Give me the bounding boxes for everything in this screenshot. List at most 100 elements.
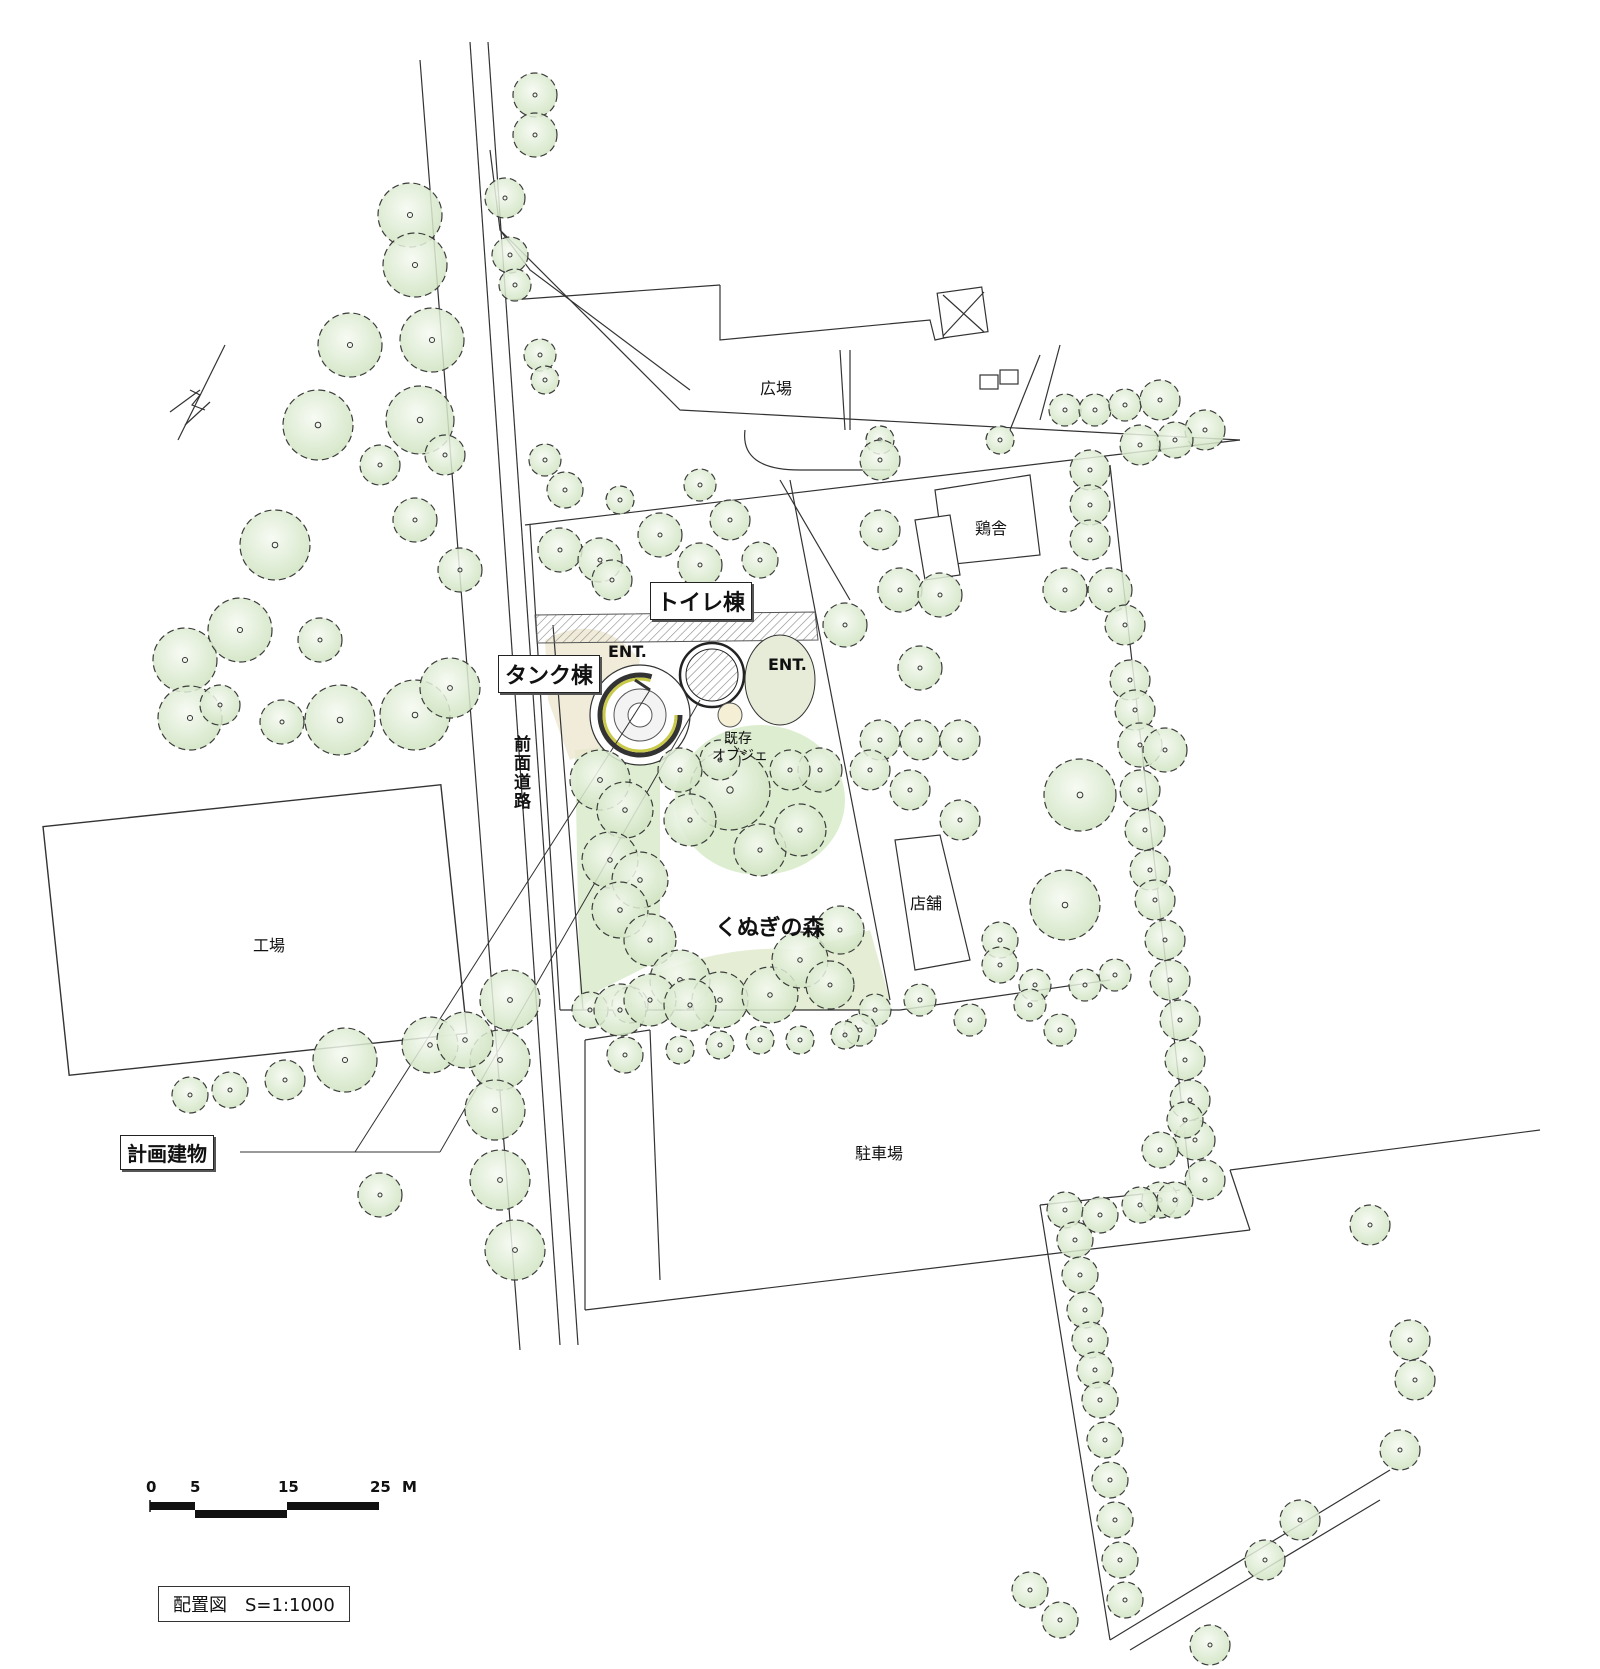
tree-trunk-mark [1082, 982, 1088, 988]
tree-canopy-icon [953, 1003, 987, 1037]
tree-canopy-icon [1013, 988, 1047, 1022]
tree-trunk-mark [562, 487, 568, 493]
tree-trunk-mark [897, 587, 903, 593]
tree-trunk-mark [937, 592, 943, 598]
chicken-coop-label: 鶏舎 [975, 519, 1008, 538]
tree-canopy-icon [1108, 388, 1142, 422]
tree-trunk-mark [997, 437, 1003, 443]
tree-canopy-icon [1142, 727, 1188, 773]
tree-canopy-icon [606, 1036, 644, 1074]
tree-canopy-icon [815, 905, 865, 955]
tree-trunk-mark [412, 517, 418, 523]
tree-trunk-mark [1137, 787, 1143, 793]
tree-trunk-mark [1157, 397, 1163, 403]
tree-trunk-mark [1077, 1272, 1083, 1278]
existing-object-label-2: オブジェ [712, 748, 768, 764]
tree-trunk-mark [1207, 1642, 1213, 1648]
tree-canopy-icon [312, 1027, 378, 1093]
tree-trunk-mark [1107, 587, 1113, 593]
tree-trunk-mark [1112, 1517, 1118, 1523]
tree-trunk-mark [1412, 1377, 1418, 1383]
tree-trunk-mark [1137, 442, 1143, 448]
tree-trunk-mark [377, 462, 383, 468]
tree-canopy-icon [1121, 1186, 1159, 1224]
tree-trunk-mark [957, 817, 963, 823]
tree-canopy-icon [1069, 449, 1111, 491]
tree-trunk-mark [217, 702, 223, 708]
tree-canopy-icon [304, 684, 376, 756]
tree-trunk-mark [1076, 791, 1084, 799]
tree-canopy-icon [1106, 1581, 1144, 1619]
tree-canopy-icon [596, 781, 654, 839]
tree-canopy-icon [1184, 409, 1226, 451]
tree-canopy-icon [479, 969, 541, 1031]
entrance-label-left: ENT. [608, 642, 647, 661]
tree-trunk-mark [1087, 1337, 1093, 1343]
tree-trunk-mark [1082, 1307, 1088, 1313]
tree-trunk-mark [617, 907, 623, 913]
tree-trunk-mark [907, 787, 913, 793]
tree-canopy-icon [830, 1020, 860, 1050]
tree-canopy-icon [637, 512, 683, 558]
tree-trunk-mark [428, 336, 436, 344]
tree-trunk-mark [872, 1007, 878, 1013]
tree-canopy-icon [1279, 1499, 1321, 1541]
forest-label: くぬぎの森 [715, 916, 825, 941]
tree-canopy-icon [1048, 393, 1082, 427]
tree-trunk-mark [617, 497, 623, 503]
tree-canopy-icon [1389, 1319, 1431, 1361]
tree-trunk-mark [1407, 1337, 1413, 1343]
tree-canopy-icon [1156, 421, 1194, 459]
tree-trunk-mark [542, 457, 548, 463]
tree-trunk-mark [462, 1037, 468, 1043]
tree-canopy-icon [1069, 519, 1111, 561]
tree-trunk-mark [647, 997, 653, 1003]
tree-trunk-mark [406, 211, 414, 219]
tree-canopy-icon [171, 1076, 209, 1114]
tree-trunk-mark [717, 757, 723, 763]
tree-canopy-icon [297, 617, 343, 663]
scale-tick-0: 0 [146, 1478, 157, 1496]
planned-building-label: 計画建物 [120, 1135, 214, 1170]
tree-canopy-icon [357, 1172, 403, 1218]
tree-trunk-mark [1202, 1177, 1208, 1183]
tree-canopy-icon [1119, 769, 1161, 811]
tree-canopy-icon [211, 1071, 249, 1109]
tree-trunk-mark [1182, 1057, 1188, 1063]
tree-trunk-mark [1057, 1027, 1063, 1033]
tree-trunk-mark [282, 1077, 288, 1083]
tree-canopy-icon [1029, 869, 1101, 941]
tree-trunk-mark [622, 807, 628, 813]
tree-canopy-icon [1379, 1429, 1421, 1471]
tree-trunk-mark [341, 1056, 349, 1064]
tree-trunk-mark [767, 992, 773, 998]
tree-canopy-icon [769, 749, 811, 791]
tree-canopy-icon [705, 1030, 735, 1060]
tree-canopy-icon [849, 749, 891, 791]
tree-trunk-mark [797, 827, 803, 833]
tree-trunk-mark [587, 1007, 593, 1013]
tree-canopy-icon [939, 799, 981, 841]
tree-canopy-icon [939, 719, 981, 761]
tree-canopy-icon [741, 541, 779, 579]
tree-canopy-icon [282, 389, 354, 461]
tree-canopy-icon [1096, 1501, 1134, 1539]
tree-trunk-mark [447, 685, 453, 691]
tree-canopy-icon [623, 913, 677, 967]
entrance-label-right: ENT. [768, 655, 807, 674]
tree-trunk-mark [677, 1047, 683, 1053]
tree-trunk-mark [1397, 1447, 1403, 1453]
tree-canopy-icon [1042, 567, 1088, 613]
tree-canopy-icon [1091, 1461, 1129, 1499]
tree-trunk-mark [557, 547, 563, 553]
tree-canopy-icon [546, 471, 584, 509]
tree-trunk-mark [1157, 1147, 1163, 1153]
tree-canopy-icon [981, 946, 1019, 984]
toilet-building-plan [678, 634, 816, 726]
tree-trunk-mark [1032, 982, 1038, 988]
tree-trunk-mark [917, 737, 923, 743]
tree-trunk-mark [697, 562, 703, 568]
tree-trunk-mark [1162, 747, 1168, 753]
tree-trunk-mark [917, 997, 923, 1003]
tree-trunk-mark [717, 1042, 723, 1048]
